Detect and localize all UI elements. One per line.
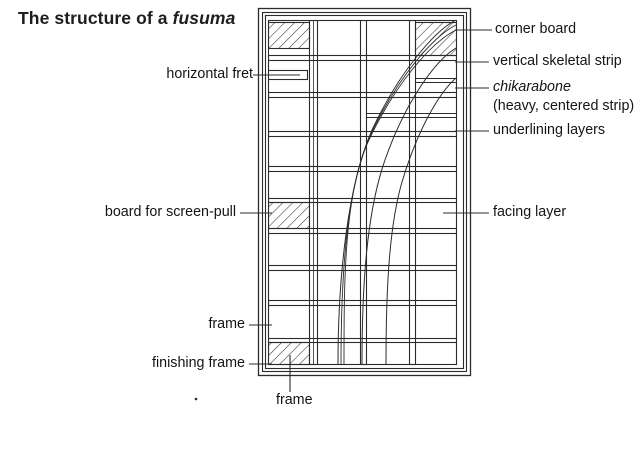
- outer-frame: [257, 7, 472, 377]
- figure-title-italic: fusuma: [172, 8, 236, 28]
- leader-lines-right: [443, 29, 492, 214]
- board-for-screen-pull: [268, 201, 311, 230]
- label-chikarabone: chikarabone: [493, 79, 571, 95]
- figure-title-plain: The structure of a: [18, 8, 173, 28]
- label-chikarabone-note: (heavy, centered strip): [493, 97, 635, 114]
- skeletal-lattice: [268, 20, 456, 366]
- facing-layer-edge: [385, 77, 456, 365]
- leader-lines-left: [240, 74, 300, 392]
- underlining-layer-outer: [361, 47, 456, 365]
- label-frame-bottom: frame: [276, 392, 313, 408]
- finishing-frame-block: [268, 341, 311, 366]
- label-chikarabone-group: chikarabone (heavy, centered strip): [493, 78, 634, 116]
- label-vertical-skeletal-strip: vertical skeletal strip: [493, 53, 622, 69]
- corner-board-top-left: [268, 21, 311, 50]
- label-facing-layer: facing layer: [493, 204, 567, 220]
- label-horizontal-fret: horizontal fret: [166, 66, 253, 82]
- horizontal-frets: [268, 54, 456, 344]
- bottom-frame-band: [265, 363, 464, 370]
- horizontal-fret-stub: [268, 69, 309, 81]
- peeled-facing-layer: [337, 20, 456, 365]
- label-finishing-frame: finishing frame: [152, 355, 245, 371]
- figure-title: The structure of a fusuma: [18, 8, 235, 29]
- label-frame-mid: frame: [208, 316, 245, 332]
- label-underlining-layers: underlining layers: [493, 122, 606, 138]
- label-board-for-screen-pull: board for screen-pull: [104, 204, 236, 220]
- stray-dot: [194, 397, 198, 401]
- label-corner-board: corner board: [495, 21, 577, 37]
